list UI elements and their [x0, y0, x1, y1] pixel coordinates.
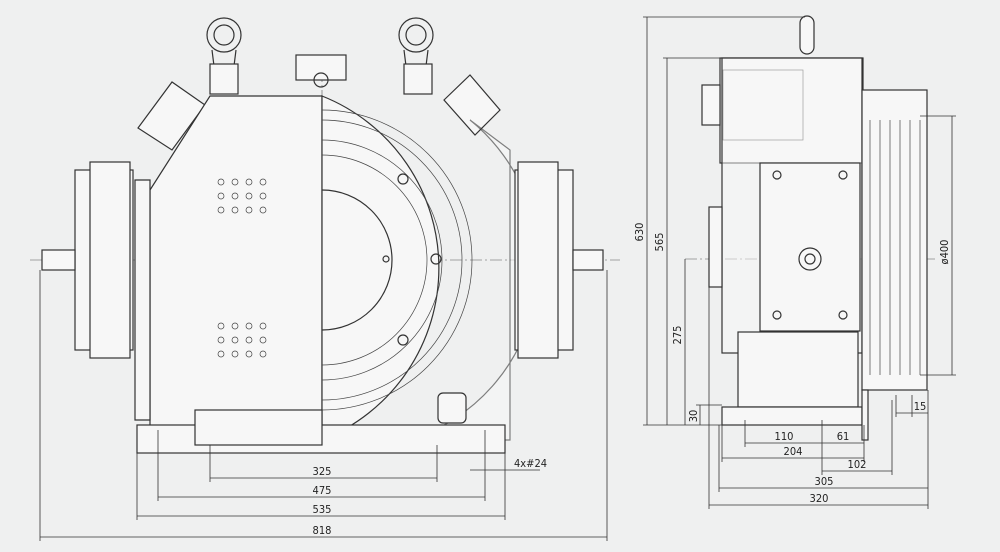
- dim-204: 204: [784, 445, 803, 458]
- dim-110: 110: [775, 430, 794, 443]
- side-dimension-lines: [643, 16, 956, 509]
- brake-bolt-right: [572, 249, 604, 271]
- dim-61: 61: [837, 430, 850, 443]
- bracket-right: [403, 63, 433, 95]
- side-view: 630 565 275 30 ø400 110 61 204 102 305 3…: [633, 15, 956, 509]
- sheave-grooves: [869, 120, 921, 375]
- dim-15: 15: [914, 400, 927, 413]
- dim-30: 30: [687, 410, 700, 423]
- dim-535: 535: [313, 503, 332, 516]
- dim-818: 818: [313, 524, 332, 537]
- dim-sheave-diameter: ø400: [938, 240, 951, 265]
- encoder-right: [443, 74, 501, 136]
- dim-mounting-holes: 4x#24: [514, 457, 547, 470]
- dim-275: 275: [671, 326, 684, 345]
- end-plate: [759, 162, 861, 332]
- dim-320: 320: [810, 492, 829, 505]
- front-view: 325 475 535 818 4x#24: [30, 17, 620, 541]
- dim-305: 305: [815, 475, 834, 488]
- bracket-left: [209, 63, 239, 95]
- vent-holes-bottom: [217, 322, 267, 358]
- dim-325: 325: [313, 465, 332, 478]
- dim-475: 475: [313, 484, 332, 497]
- housing-left: [149, 95, 323, 441]
- lifting-eye-right: [398, 17, 434, 67]
- sheave: [861, 89, 928, 391]
- front-dimension-lines: [39, 270, 608, 541]
- brake-bolt-left: [41, 249, 76, 271]
- lifting-eye-side: [799, 15, 815, 55]
- vent-holes-top: [217, 178, 267, 214]
- top-plate: [295, 54, 347, 81]
- base-block: [737, 331, 859, 408]
- lifting-eye-left: [206, 17, 242, 67]
- dim-102: 102: [848, 458, 867, 471]
- dim-565: 565: [653, 233, 666, 252]
- dim-630: 630: [633, 223, 646, 242]
